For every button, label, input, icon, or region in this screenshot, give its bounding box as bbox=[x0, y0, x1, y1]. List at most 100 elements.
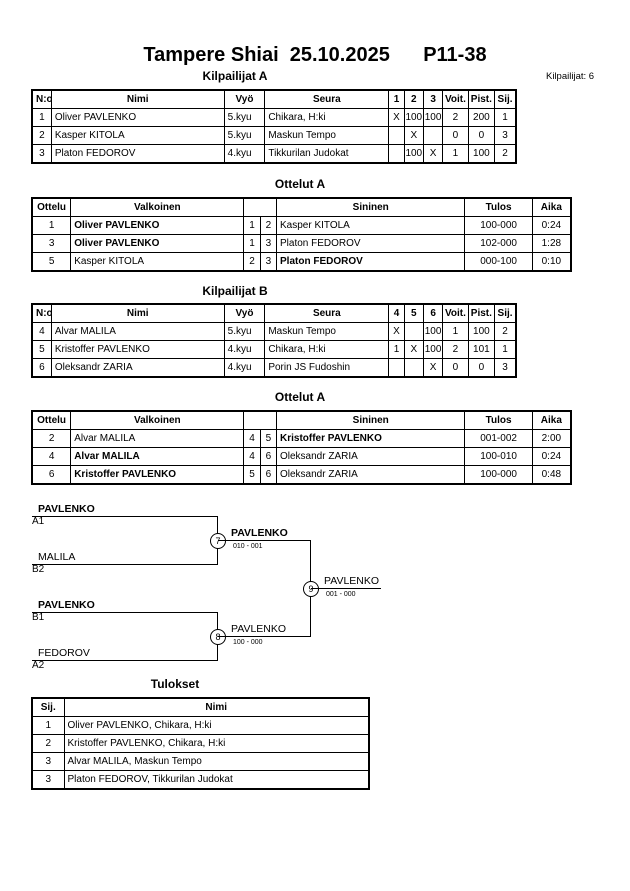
match7-score: 010 - 001 bbox=[233, 543, 263, 550]
competitor-place: 2 bbox=[494, 322, 517, 341]
match-score-2: 100 bbox=[403, 108, 424, 127]
match-number: 1 bbox=[31, 216, 72, 235]
matches-b-header-row: Ottelu Valkoinen Sininen Tulos Aika bbox=[31, 410, 572, 430]
white-number: 2 bbox=[243, 252, 261, 272]
white-competitor: Alvar MALILA bbox=[70, 447, 245, 466]
col-name: Nimi bbox=[63, 697, 370, 717]
semi1-top-code: A1 bbox=[32, 516, 45, 527]
result-name: Kristoffer PAVLENKO, Chikara, H:ki bbox=[63, 734, 370, 753]
competitor-points: 200 bbox=[467, 108, 496, 127]
match-score-3: 100 bbox=[422, 108, 444, 127]
col-club: Seura bbox=[264, 303, 390, 323]
result-name: Platon FEDOROV, Tikkurilan Judokat bbox=[63, 770, 370, 790]
matches-a-heading: Ottelut A bbox=[274, 177, 326, 191]
col-m1: 1 bbox=[388, 89, 405, 109]
match-time: 0:10 bbox=[531, 252, 572, 272]
match-score-2: 100 bbox=[403, 144, 424, 164]
competitor-wins: 2 bbox=[442, 108, 469, 127]
pool-b-header-row: N:o Nimi Vyö Seura 4 5 6 Voit. Pist. Sij… bbox=[31, 303, 517, 323]
match-result: 100-000 bbox=[464, 216, 533, 235]
col-match: Ottelu bbox=[31, 410, 72, 430]
match-number: 6 bbox=[31, 465, 72, 485]
match-number: 2 bbox=[31, 429, 72, 448]
white-number: 4 bbox=[243, 447, 261, 466]
match-time: 0:24 bbox=[531, 447, 572, 466]
result-place: 1 bbox=[31, 716, 65, 735]
match9-circle: 9 bbox=[303, 581, 319, 597]
pool-a-header-row: N:o Nimi Vyö Seura 1 2 3 Voit. Pist. Sij… bbox=[31, 89, 517, 109]
col-points: Pist. bbox=[467, 303, 496, 323]
col-time: Aika bbox=[531, 197, 572, 217]
blue-number: 3 bbox=[259, 252, 278, 272]
competitor-club: Chikara, H:ki bbox=[264, 108, 390, 127]
competitor-number: 4 bbox=[31, 322, 52, 341]
col-place: Sij. bbox=[494, 303, 517, 323]
match-score-3: 100 bbox=[422, 340, 444, 359]
results-heading: Tulokset bbox=[150, 677, 200, 691]
match-score-1 bbox=[388, 358, 405, 378]
page-title: Tampere Shiai 25.10.2025 P11-38 bbox=[143, 44, 487, 66]
col-points: Pist. bbox=[467, 89, 496, 109]
match8-score: 100 - 000 bbox=[233, 639, 263, 646]
col-result: Tulos bbox=[464, 197, 533, 217]
blue-competitor: Kristoffer PAVLENKO bbox=[275, 429, 466, 448]
competitor-place: 1 bbox=[494, 108, 517, 127]
results-header-row: Sij. Nimi bbox=[31, 697, 370, 717]
competitor-wins: 1 bbox=[442, 322, 469, 341]
result-name: Alvar MALILA, Maskun Tempo bbox=[63, 752, 370, 771]
match8-circle: 8 bbox=[210, 629, 226, 645]
result-place: 2 bbox=[31, 734, 65, 753]
competitor-points: 101 bbox=[467, 340, 496, 359]
col-no: N:o bbox=[31, 89, 52, 109]
result-place: 3 bbox=[31, 770, 65, 790]
competitor-number: 6 bbox=[31, 358, 52, 378]
semi2-bottom-name: FEDOROV bbox=[38, 647, 90, 659]
col-no: N:o bbox=[31, 303, 52, 323]
match7-winner: PAVLENKO bbox=[231, 527, 288, 539]
blue-competitor: Oleksandr ZARIA bbox=[275, 447, 466, 466]
match-result: 100-010 bbox=[464, 447, 533, 466]
match-score-2: X bbox=[403, 126, 424, 145]
blue-competitor: Kasper KITOLA bbox=[275, 216, 466, 235]
competitor-club: Maskun Tempo bbox=[264, 322, 390, 341]
col-blue: Sininen bbox=[275, 410, 466, 430]
blue-competitor: Oleksandr ZARIA bbox=[275, 465, 466, 485]
blue-competitor: Platon FEDOROV bbox=[275, 252, 466, 272]
blue-number: 3 bbox=[259, 234, 278, 253]
competitor-name: Platon FEDOROV bbox=[50, 144, 225, 164]
competitor-place: 2 bbox=[494, 144, 517, 164]
competitor-wins: 1 bbox=[442, 144, 469, 164]
match-score-3: 100 bbox=[422, 322, 444, 341]
col-name: Nimi bbox=[50, 303, 225, 323]
match9-score: 001 - 000 bbox=[326, 591, 356, 598]
white-number: 1 bbox=[243, 234, 261, 253]
competitor-name: Alvar MALILA bbox=[50, 322, 225, 341]
competitor-club: Tikkurilan Judokat bbox=[264, 144, 390, 164]
competitor-wins: 0 bbox=[442, 358, 469, 378]
competitor-points: 100 bbox=[467, 144, 496, 164]
competitor-club: Chikara, H:ki bbox=[264, 340, 390, 359]
competitor-club: Maskun Tempo bbox=[264, 126, 390, 145]
col-result: Tulos bbox=[464, 410, 533, 430]
blue-number: 6 bbox=[259, 447, 278, 466]
competitor-belt: 5.kyu bbox=[223, 322, 266, 341]
competitor-number: 5 bbox=[31, 340, 52, 359]
competitor-name: Oleksandr ZARIA bbox=[50, 358, 225, 378]
competitor-number: 1 bbox=[31, 108, 52, 127]
competitor-belt: 4.kyu bbox=[223, 144, 266, 164]
semi2-top-code: B1 bbox=[32, 612, 45, 623]
blue-number: 2 bbox=[259, 216, 278, 235]
match-score-2 bbox=[403, 322, 424, 341]
